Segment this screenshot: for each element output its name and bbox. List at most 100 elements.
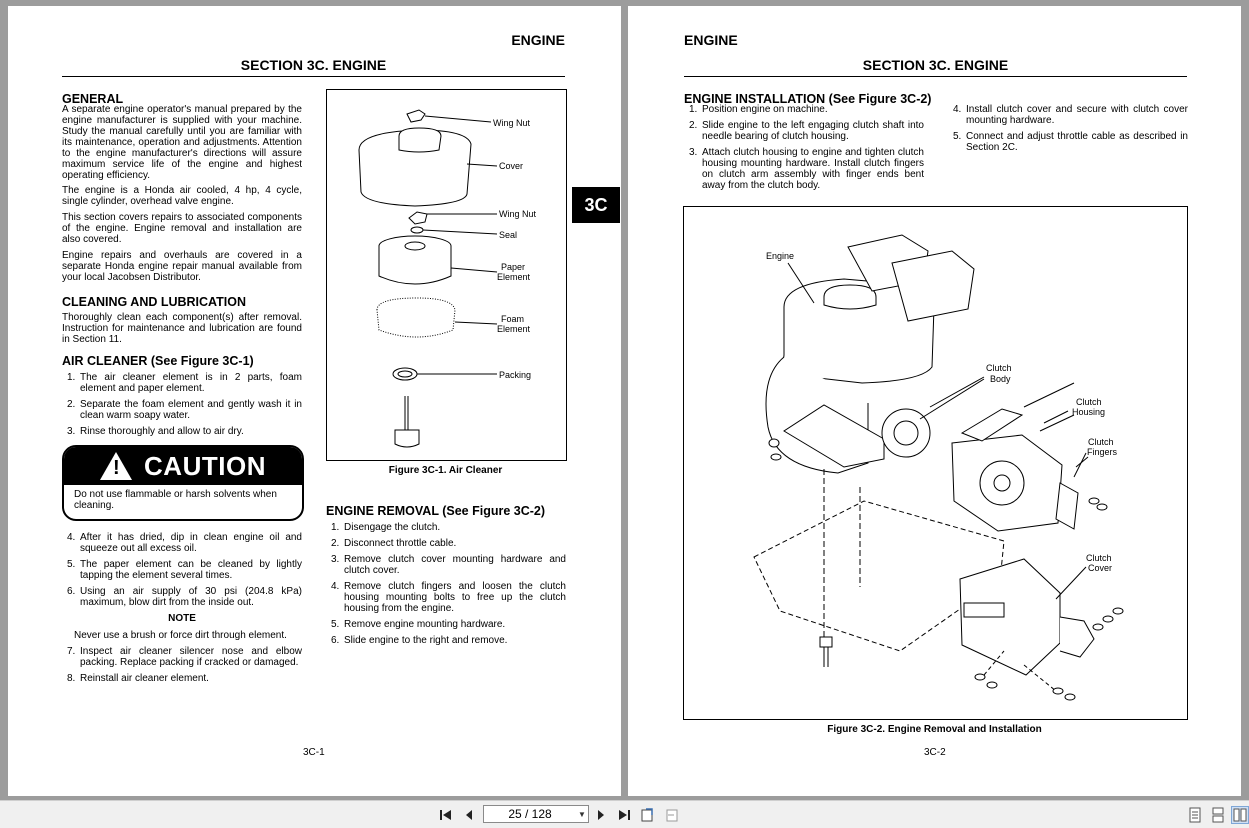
running-head: ENGINE: [511, 32, 565, 48]
list-item: 4.After it has dried, dip in clean engin…: [62, 532, 302, 554]
step-number: 6.: [331, 635, 340, 646]
engine-installation-diagram: Engine Clutch Body Clutch Housing Clutch…: [753, 234, 1124, 701]
general-paragraph-3: This section covers repairs to associate…: [62, 212, 302, 245]
air-cleaner-steps-4-6: 4.After it has dried, dip in clean engin…: [62, 532, 302, 613]
list-item: 7. Inspect air cleaner silencer nose and …: [62, 646, 302, 668]
caution-box: ! CAUTION Do not use flammable or harsh …: [62, 445, 304, 521]
section-title: SECTION 3C. ENGINE: [862, 57, 1009, 73]
label-engine: Engine: [766, 251, 794, 261]
list-item: 5.Remove engine mounting hardware.: [326, 619, 566, 630]
figure-3c-1-caption: Figure 3C-1. Air Cleaner: [388, 465, 503, 476]
prev-page-icon[interactable]: [460, 806, 478, 824]
label-paper-line1: Paper: [501, 262, 525, 272]
general-heading: GENERAL: [62, 92, 124, 106]
step-text: Position engine on machine.: [702, 104, 828, 115]
step-text: Disengage the clutch.: [344, 522, 441, 533]
section-title: SECTION 3C. ENGINE: [240, 57, 387, 73]
list-item: 2.Slide engine to the left engaging clut…: [684, 120, 924, 142]
figure-3c-2-frame: Engine Clutch Body Clutch Housing Clutch…: [683, 206, 1188, 720]
caution-text: Do not use flammable or harsh solvents w…: [74, 489, 277, 511]
step-text: Rinse thoroughly and allow to air dry.: [80, 426, 244, 437]
last-page-icon[interactable]: [615, 806, 633, 824]
engine-removal-heading: ENGINE REMOVAL (See Figure 3C-2): [326, 504, 546, 518]
step-number: 8.: [67, 673, 76, 684]
step-text: Separate the foam element and gently was…: [80, 399, 302, 421]
installation-steps-4-5: 4.Install clutch cover and secure with c…: [948, 104, 1188, 158]
step-text: Reinstall air cleaner element.: [80, 673, 209, 684]
label-cover: Cover: [499, 161, 523, 171]
step-number: 2.: [331, 538, 340, 549]
step-text: Slide engine to the right and remove.: [344, 635, 508, 646]
general-paragraph-2: The engine is a Honda air cooled, 4 hp, …: [62, 185, 302, 207]
step-number: 1.: [67, 372, 76, 383]
label-seal: Seal: [499, 230, 517, 240]
label-packing: Packing: [499, 370, 531, 380]
header-rule: [62, 76, 565, 77]
air-cleaner-steps-1-3: 1. The air cleaner element is in 2 parts,…: [62, 372, 302, 442]
step-number: 2.: [67, 399, 76, 410]
step-text: The air cleaner element is in 2 parts, f…: [80, 372, 302, 394]
page-number: 3C-1: [303, 747, 325, 758]
label-clutch-fingers-line2: Fingers: [1087, 447, 1118, 457]
general-paragraph-1: A separate engine operator's manual prep…: [62, 104, 302, 181]
label-clutch-body-line1: Clutch: [986, 363, 1012, 373]
caution-banner: ! CAUTION: [64, 447, 302, 485]
step-number: 3.: [689, 147, 698, 158]
list-item: 4.Install clutch cover and secure with c…: [948, 104, 1188, 126]
step-number: 5.: [331, 619, 340, 630]
engine-installation-heading: ENGINE INSTALLATION (See Figure 3C-2): [684, 92, 932, 106]
label-clutch-housing-line2: Housing: [1072, 407, 1105, 417]
document-viewport[interactable]: ENGINE SECTION 3C. ENGINE GENERAL A sepa…: [0, 0, 1249, 800]
air-cleaner-steps-7-8: 7. Inspect air cleaner silencer nose and …: [62, 646, 302, 689]
step-text: Inspect air cleaner silencer nose and el…: [80, 646, 302, 668]
step-number: 1.: [689, 104, 698, 115]
warning-triangle-icon: !: [100, 452, 133, 480]
bottom-toolbar: 25 / 128 ▼: [0, 800, 1249, 828]
step-number: 5.: [67, 559, 76, 570]
continuous-view-icon[interactable]: [1209, 806, 1227, 824]
step-text: Attach clutch housing to engine and tigh…: [702, 147, 924, 191]
chevron-down-icon[interactable]: ▼: [578, 809, 586, 819]
figure-3c-1-frame: Wing Nut Cover Wing Nut Seal Paper Eleme…: [326, 89, 567, 461]
step-text: Remove clutch cover mounting hardware an…: [344, 554, 566, 576]
next-page-icon[interactable]: [592, 806, 610, 824]
step-number: 4.: [953, 104, 962, 115]
step-text: The paper element can be cleaned by ligh…: [80, 559, 302, 581]
air-cleaner-heading: AIR CLEANER (See Figure 3C-1): [62, 354, 254, 368]
page-3c-1: ENGINE SECTION 3C. ENGINE GENERAL A sepa…: [8, 6, 621, 796]
section-tab-3c: 3C: [572, 187, 620, 223]
go-forward-icon[interactable]: [663, 806, 681, 824]
step-number: 7.: [67, 646, 76, 657]
general-paragraph-4: Engine repairs and overhauls are covered…: [62, 250, 302, 283]
single-page-view-icon[interactable]: [1186, 806, 1204, 824]
go-back-icon[interactable]: [639, 806, 657, 824]
step-number: 4.: [67, 532, 76, 543]
wing-nut-top-shape: [406, 109, 426, 123]
cleaning-paragraph: Thoroughly clean each component(s) after…: [62, 312, 302, 345]
label-clutch-cover-line1: Clutch: [1086, 553, 1112, 563]
running-head: ENGINE: [684, 32, 738, 48]
step-number: 5.: [953, 131, 962, 142]
step-text: Using an air supply of 30 psi (204.8 kPa…: [80, 586, 302, 608]
label-clutch-cover-line2: Cover: [1088, 563, 1112, 573]
step-text: Disconnect throttle cable.: [344, 538, 457, 549]
list-item: 6. Using an air supply of 30 psi (204.8 k…: [62, 586, 302, 608]
list-item: 8. Reinstall air cleaner element.: [62, 673, 302, 684]
page-number-field[interactable]: 25 / 128 ▼: [483, 805, 589, 823]
list-item: 3. Rinse thoroughly and allow to air dry.: [62, 426, 302, 437]
list-item: 3. Attach clutch housing to engine and ti…: [684, 147, 924, 191]
two-page-view-icon[interactable]: [1231, 806, 1249, 824]
step-number: 6.: [67, 586, 76, 597]
page-3c-2: ENGINE SECTION 3C. ENGINE ENGINE INSTALL…: [628, 6, 1241, 796]
first-page-icon[interactable]: [437, 806, 455, 824]
step-number: 3.: [67, 426, 76, 437]
label-wing-nut-mid: Wing Nut: [499, 209, 537, 219]
step-number: 4.: [331, 581, 340, 592]
step-number: 3.: [331, 554, 340, 565]
page-number: 3C-2: [924, 747, 946, 758]
air-cleaner-diagram: Wing Nut Cover Wing Nut Seal Paper Eleme…: [358, 109, 537, 448]
cleaning-heading: CLEANING AND LUBRICATION: [62, 295, 247, 309]
list-item: 6. Slide engine to the right and remove.: [326, 635, 566, 646]
label-foam-line1: Foam: [501, 314, 524, 324]
list-item: 2. Separate the foam element and gently w…: [62, 399, 302, 421]
